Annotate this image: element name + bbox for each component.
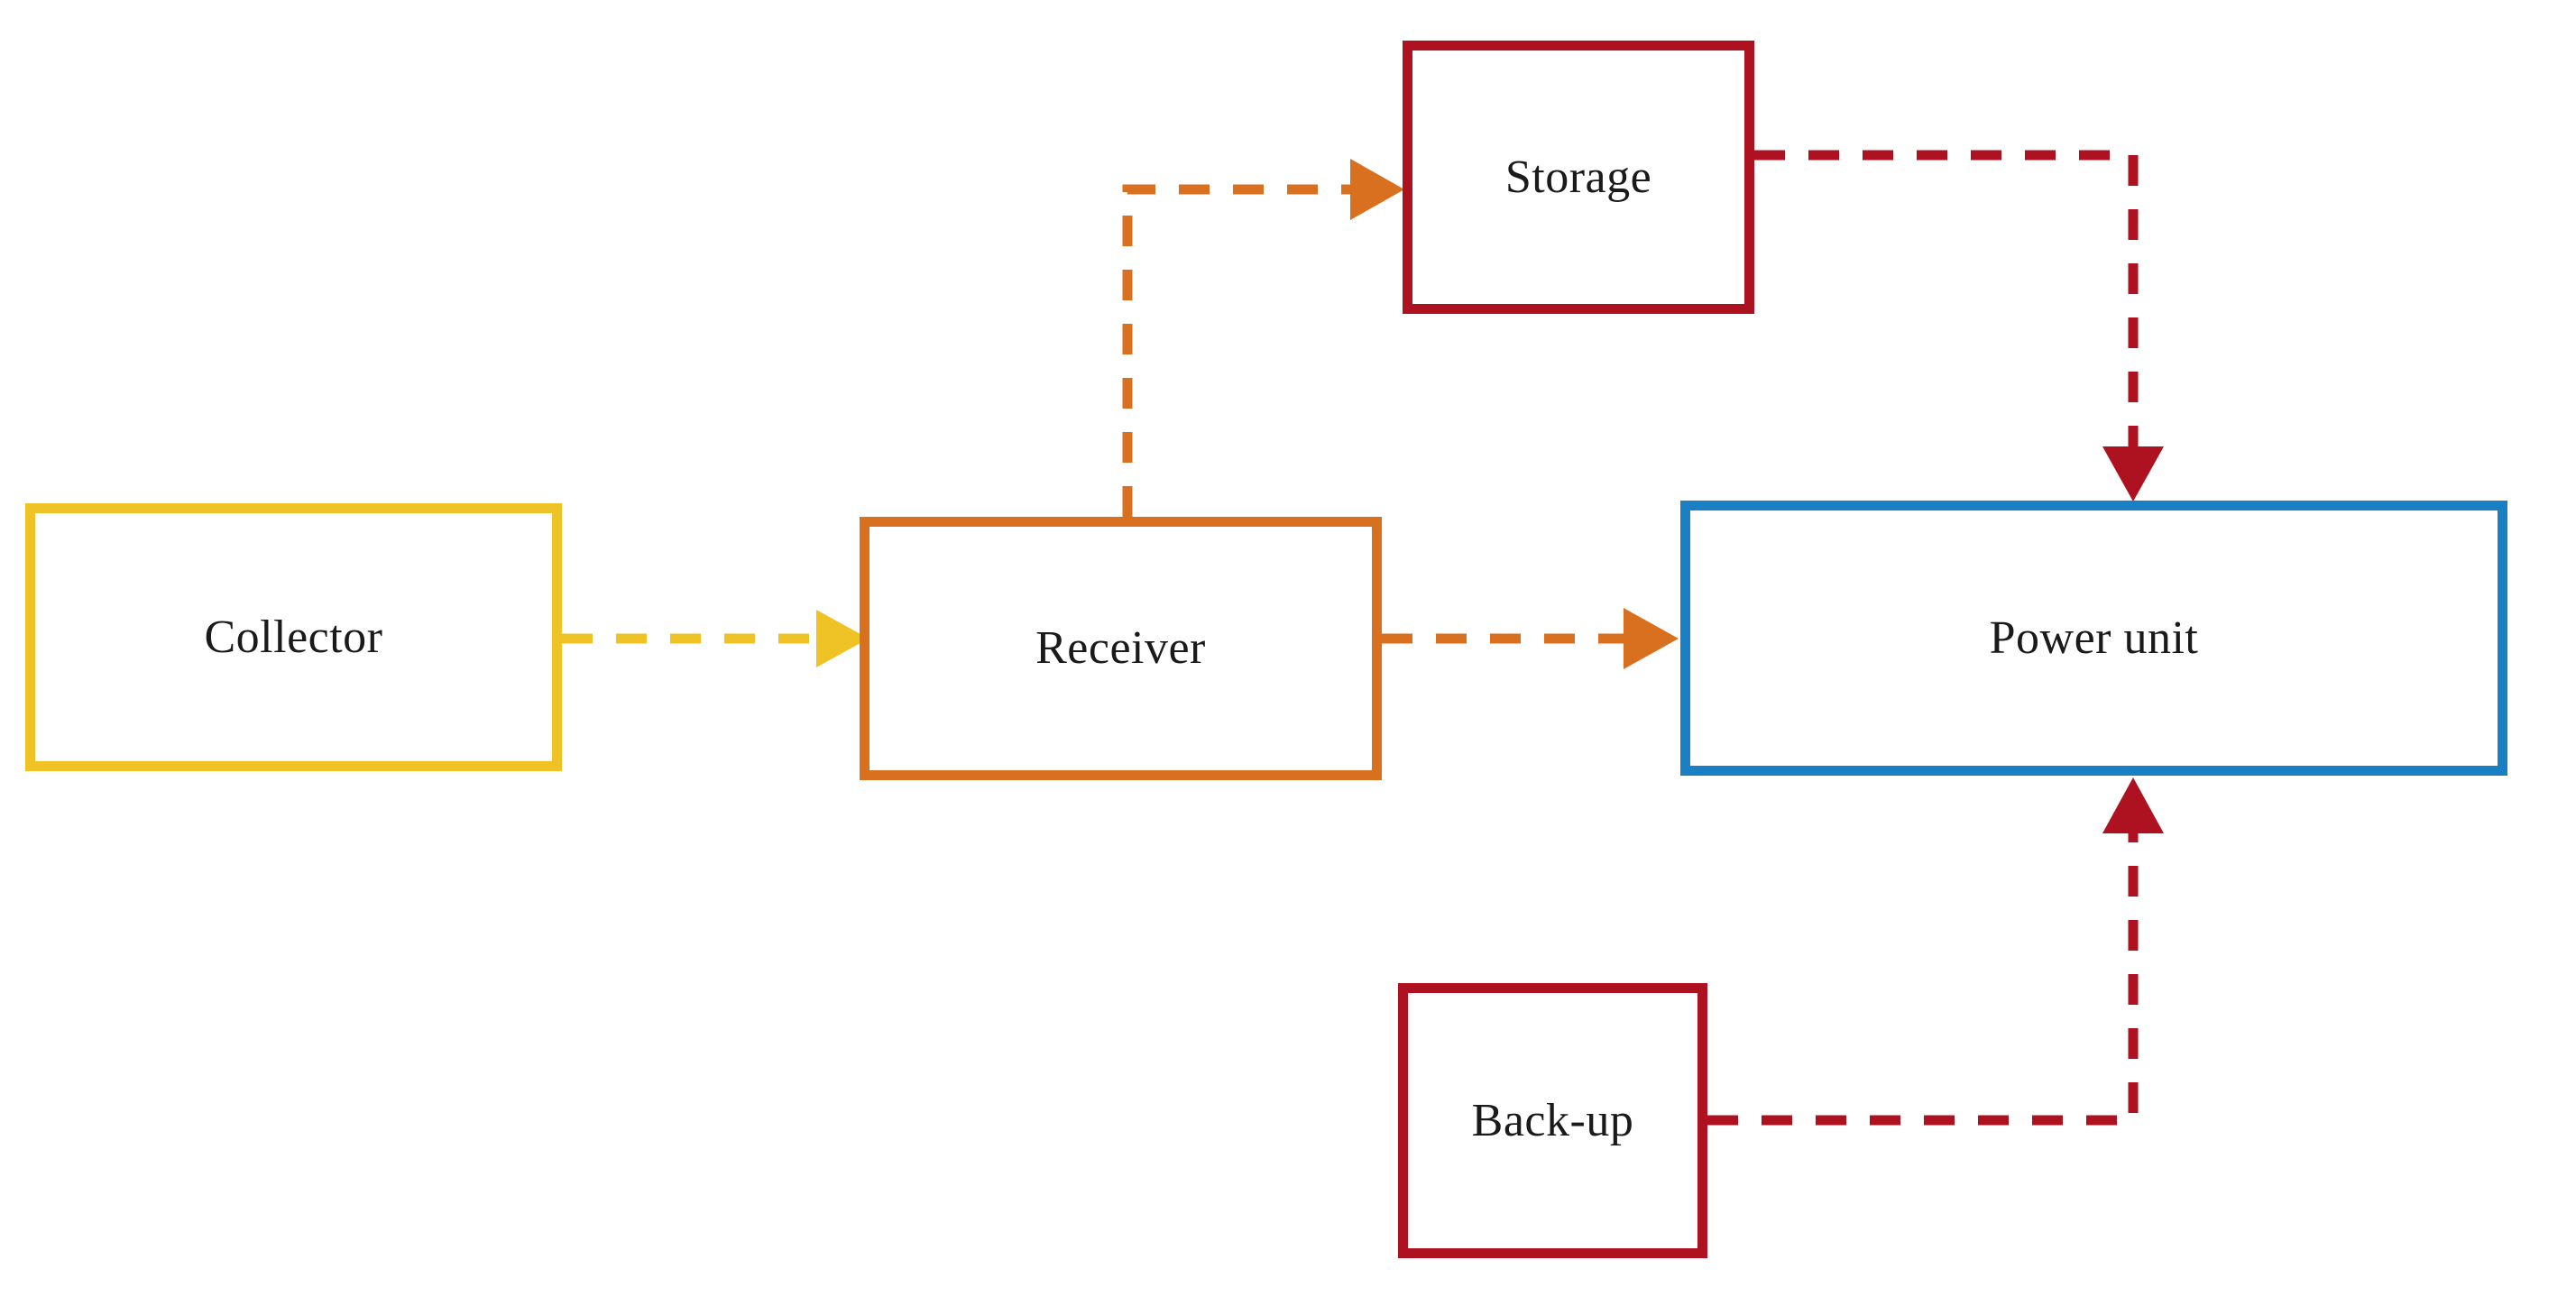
node-storage-label: Storage — [1504, 151, 1652, 203]
node-power-unit-label: Power unit — [1989, 612, 2199, 664]
connector-line — [1707, 833, 2139, 1126]
node-storage[interactable]: Storage — [1403, 41, 1754, 314]
connector-receiver-to-storage — [1122, 159, 1404, 517]
connector-line — [1122, 184, 1350, 517]
node-backup[interactable]: Back-up — [1398, 983, 1707, 1258]
arrow-head-icon — [1350, 159, 1404, 220]
node-collector[interactable]: Collector — [25, 503, 562, 771]
arrow-head-icon — [2102, 777, 2164, 833]
arrow-head-icon — [1624, 608, 1679, 669]
connector-line — [1754, 150, 2139, 446]
node-receiver-label: Receiver — [1035, 622, 1206, 674]
connector-receiver-to-power-unit — [1382, 608, 1679, 669]
node-power-unit[interactable]: Power unit — [1680, 501, 2507, 776]
connector-storage-to-power-unit — [1754, 150, 2164, 501]
connector-collector-to-receiver — [562, 610, 869, 667]
node-backup-label: Back-up — [1471, 1094, 1634, 1146]
node-receiver[interactable]: Receiver — [860, 517, 1382, 780]
arrow-head-icon — [2102, 446, 2164, 501]
node-collector-label: Collector — [204, 611, 383, 663]
connector-backup-to-power-unit — [1707, 777, 2164, 1126]
